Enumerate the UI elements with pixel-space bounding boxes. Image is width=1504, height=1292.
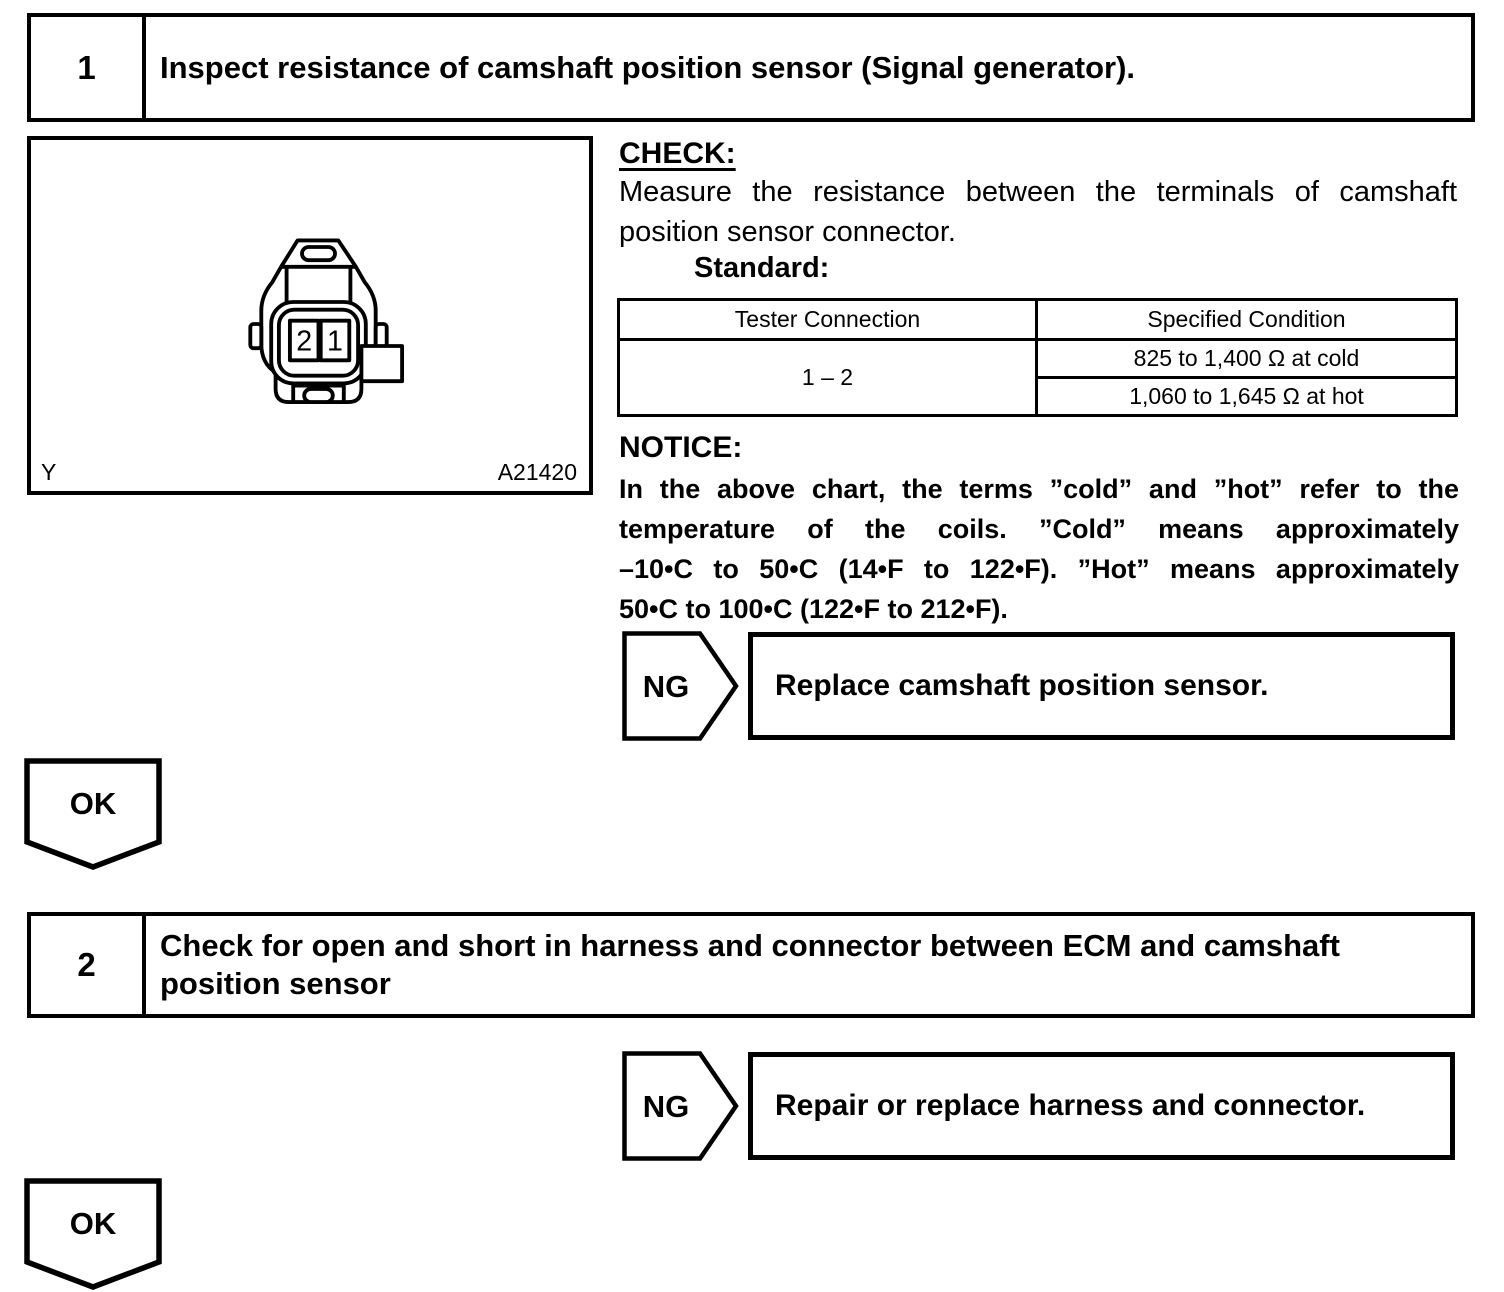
- check-heading: CHECK:: [619, 137, 736, 170]
- ok-arrow-step1: OK: [24, 758, 162, 870]
- ok-label: OK: [70, 1206, 117, 1241]
- tester-connection-cell: 1 – 2: [617, 338, 1038, 417]
- pin-label-2: 2: [296, 325, 312, 357]
- figure-corner-label: Y: [41, 459, 57, 485]
- check-line: position sensor connector.: [619, 216, 956, 248]
- pin-cavity-2: [287, 318, 321, 363]
- connector-figure-box: 2 1 Y A21420: [27, 136, 593, 495]
- col-header-specified-condition: Specified Condition: [1035, 298, 1458, 341]
- connector-cap-slot: [300, 245, 337, 263]
- connector-left-tab: [248, 322, 264, 351]
- specified-condition-hot-cell: 1,060 to 1,645 Ω at hot: [1035, 376, 1458, 417]
- step2-title: Check for open and short in harness and …: [160, 928, 1340, 1001]
- ng-label: NG: [643, 1089, 690, 1124]
- connector-mount-lug: [359, 344, 405, 384]
- notice-body: In the above chart, the terms ”cold” and…: [619, 469, 1459, 629]
- camshaft-sensor-connector-drawing: 2 1: [248, 238, 405, 405]
- ng-pentagon-step1: NG: [622, 631, 739, 741]
- ng-action-text: Repair or replace harness and connector.: [775, 1089, 1366, 1122]
- ng-action-box-step1: Replace camshaft position sensor.: [748, 632, 1455, 740]
- notice-line: temperature of the coils. ”Cold” means a…: [619, 514, 1459, 544]
- ok-arrow-step2: OK: [24, 1178, 162, 1290]
- notice-heading: NOTICE:: [619, 431, 743, 464]
- step1-title: Inspect resistance of camshaft position …: [160, 49, 1136, 85]
- check-line: Measure the resistance between the termi…: [619, 176, 1457, 208]
- step1-number: 1: [31, 17, 146, 118]
- ng-label: NG: [643, 669, 690, 704]
- step2-header: 2 Check for open and short in harness an…: [27, 912, 1475, 1018]
- step1-header: 1 Inspect resistance of camshaft positio…: [27, 13, 1475, 122]
- standard-label: Standard:: [694, 252, 830, 284]
- step2-number: 2: [31, 916, 146, 1014]
- notice-line: –10•C to 50•C (14•F to 122•F). ”Hot” mea…: [619, 554, 1459, 584]
- check-body: Measure the resistance between the termi…: [619, 172, 1457, 252]
- pin-label-1: 1: [327, 325, 343, 357]
- figure-code: A21420: [497, 459, 577, 485]
- specified-condition-table: Tester Connection Specified Condition 1 …: [617, 298, 1458, 417]
- connector-latch-slot: [302, 386, 335, 405]
- ng-pentagon-step2: NG: [622, 1051, 739, 1161]
- specified-condition-cold-cell: 825 to 1,400 Ω at cold: [1035, 338, 1458, 379]
- col-header-tester-connection: Tester Connection: [617, 298, 1038, 341]
- ng-action-box-step2: Repair or replace harness and connector.: [748, 1052, 1455, 1160]
- table-row: 1,060 to 1,645 Ω at hot: [619, 376, 1458, 417]
- ng-action-text: Replace camshaft position sensor.: [775, 669, 1269, 702]
- pin-cavity-1: [318, 318, 352, 363]
- notice-line: In the above chart, the terms ”cold” and…: [619, 474, 1459, 504]
- table-header-row: Tester Connection Specified Condition: [617, 298, 1458, 341]
- notice-line: 50•C to 100•C (122•F to 212•F).: [619, 594, 1008, 624]
- ok-label: OK: [70, 786, 117, 821]
- table-row: 1 – 2 825 to 1,400 Ω at cold: [617, 338, 1458, 417]
